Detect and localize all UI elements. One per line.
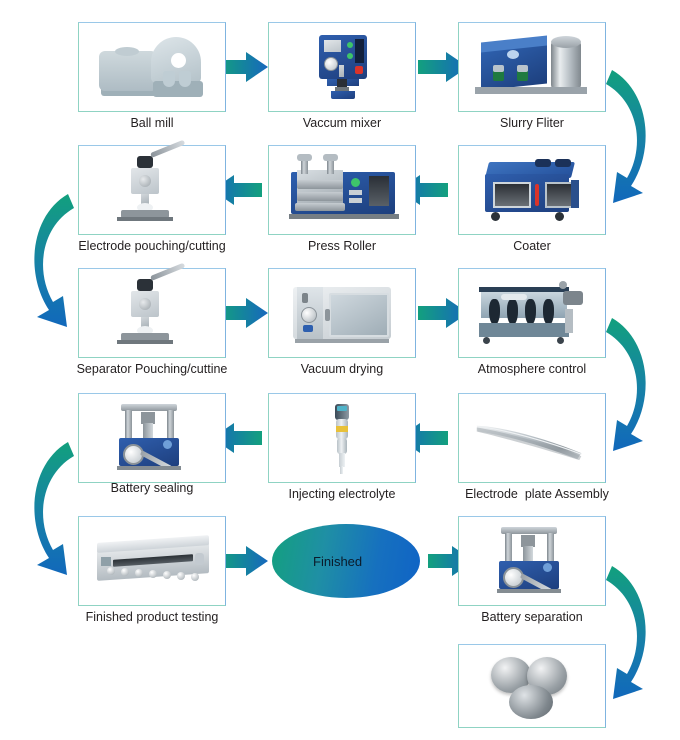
punching-press-machine-icon bbox=[79, 139, 225, 234]
node-battery-separation-label: Battery separation bbox=[481, 610, 583, 624]
finished-label: Finished bbox=[313, 554, 363, 569]
node-electrode-pouching-box[interactable] bbox=[78, 139, 226, 235]
node-electrode-plate-assembly-label: Electrode plate Assembly bbox=[465, 487, 609, 501]
node-electrode-pouching-label: Electrode pouching/cutting bbox=[78, 239, 226, 253]
connector-c3 bbox=[606, 70, 646, 203]
tweezers-icon bbox=[476, 425, 582, 461]
connector-c9 bbox=[606, 318, 646, 451]
node-battery-sealing-box[interactable] bbox=[78, 393, 226, 483]
punching-press-machine-icon bbox=[79, 262, 225, 357]
connector-c6 bbox=[34, 194, 74, 327]
node-slurry-fliter-box[interactable] bbox=[458, 22, 606, 112]
finished-oval[interactable] bbox=[272, 524, 420, 598]
node-vacuum-drying-box[interactable] bbox=[268, 268, 416, 358]
node-electrode-plate-assembly-box[interactable] bbox=[458, 393, 606, 483]
node-injecting-electrolyte-box[interactable] bbox=[268, 393, 416, 483]
node-finished-product-testing-label: Finished product testing bbox=[85, 610, 219, 624]
node-vaccum-mixer-box[interactable] bbox=[268, 22, 416, 112]
connector-c15 bbox=[606, 566, 646, 699]
node-coater-box[interactable] bbox=[458, 145, 606, 235]
node-coin-cells-box[interactable] bbox=[458, 644, 606, 728]
node-separator-pouching-label: Separator Pouching/cuttine bbox=[76, 362, 228, 376]
node-separator-pouching-box[interactable] bbox=[78, 262, 226, 358]
node-coater-label: Coater bbox=[513, 239, 551, 253]
node-ball-mill-label: Ball mill bbox=[130, 116, 174, 130]
node-press-roller-box[interactable] bbox=[268, 145, 416, 235]
glovebox-machine-icon bbox=[459, 269, 605, 357]
node-ball-mill-box[interactable] bbox=[78, 22, 226, 112]
vacuum-mixer-machine-icon bbox=[269, 23, 415, 111]
coater-machine-icon bbox=[459, 146, 605, 234]
hydraulic-crimper-machine-icon bbox=[79, 394, 225, 482]
pipette-icon bbox=[269, 394, 415, 482]
node-injecting-electrolyte-label: Injecting electrolyte bbox=[288, 487, 396, 501]
coin-cell-batteries-icon bbox=[459, 645, 605, 727]
node-atmosphere-control-box[interactable] bbox=[458, 268, 606, 358]
node-vacuum-drying-label: Vacuum drying bbox=[300, 362, 384, 376]
node-battery-separation-box[interactable] bbox=[458, 516, 606, 606]
hydraulic-crimper-machine-icon bbox=[459, 517, 605, 605]
vacuum-oven-machine-icon bbox=[269, 269, 415, 357]
press-roller-machine-icon bbox=[269, 146, 415, 234]
slurry-filter-machine-icon bbox=[459, 23, 605, 111]
node-press-roller-label: Press Roller bbox=[307, 239, 377, 253]
node-battery-sealing-label: Battery sealing bbox=[110, 481, 194, 495]
node-slurry-fliter-label: Slurry Fliter bbox=[500, 116, 564, 130]
node-atmosphere-control-label: Atmosphere control bbox=[477, 362, 587, 376]
connector-c12 bbox=[34, 442, 74, 575]
ball-mill-machine-icon bbox=[79, 23, 225, 111]
node-finished-product-testing-box[interactable] bbox=[78, 516, 226, 606]
rack-tester-icon bbox=[79, 517, 225, 605]
node-vaccum-mixer-label: Vaccum mixer bbox=[302, 116, 382, 130]
